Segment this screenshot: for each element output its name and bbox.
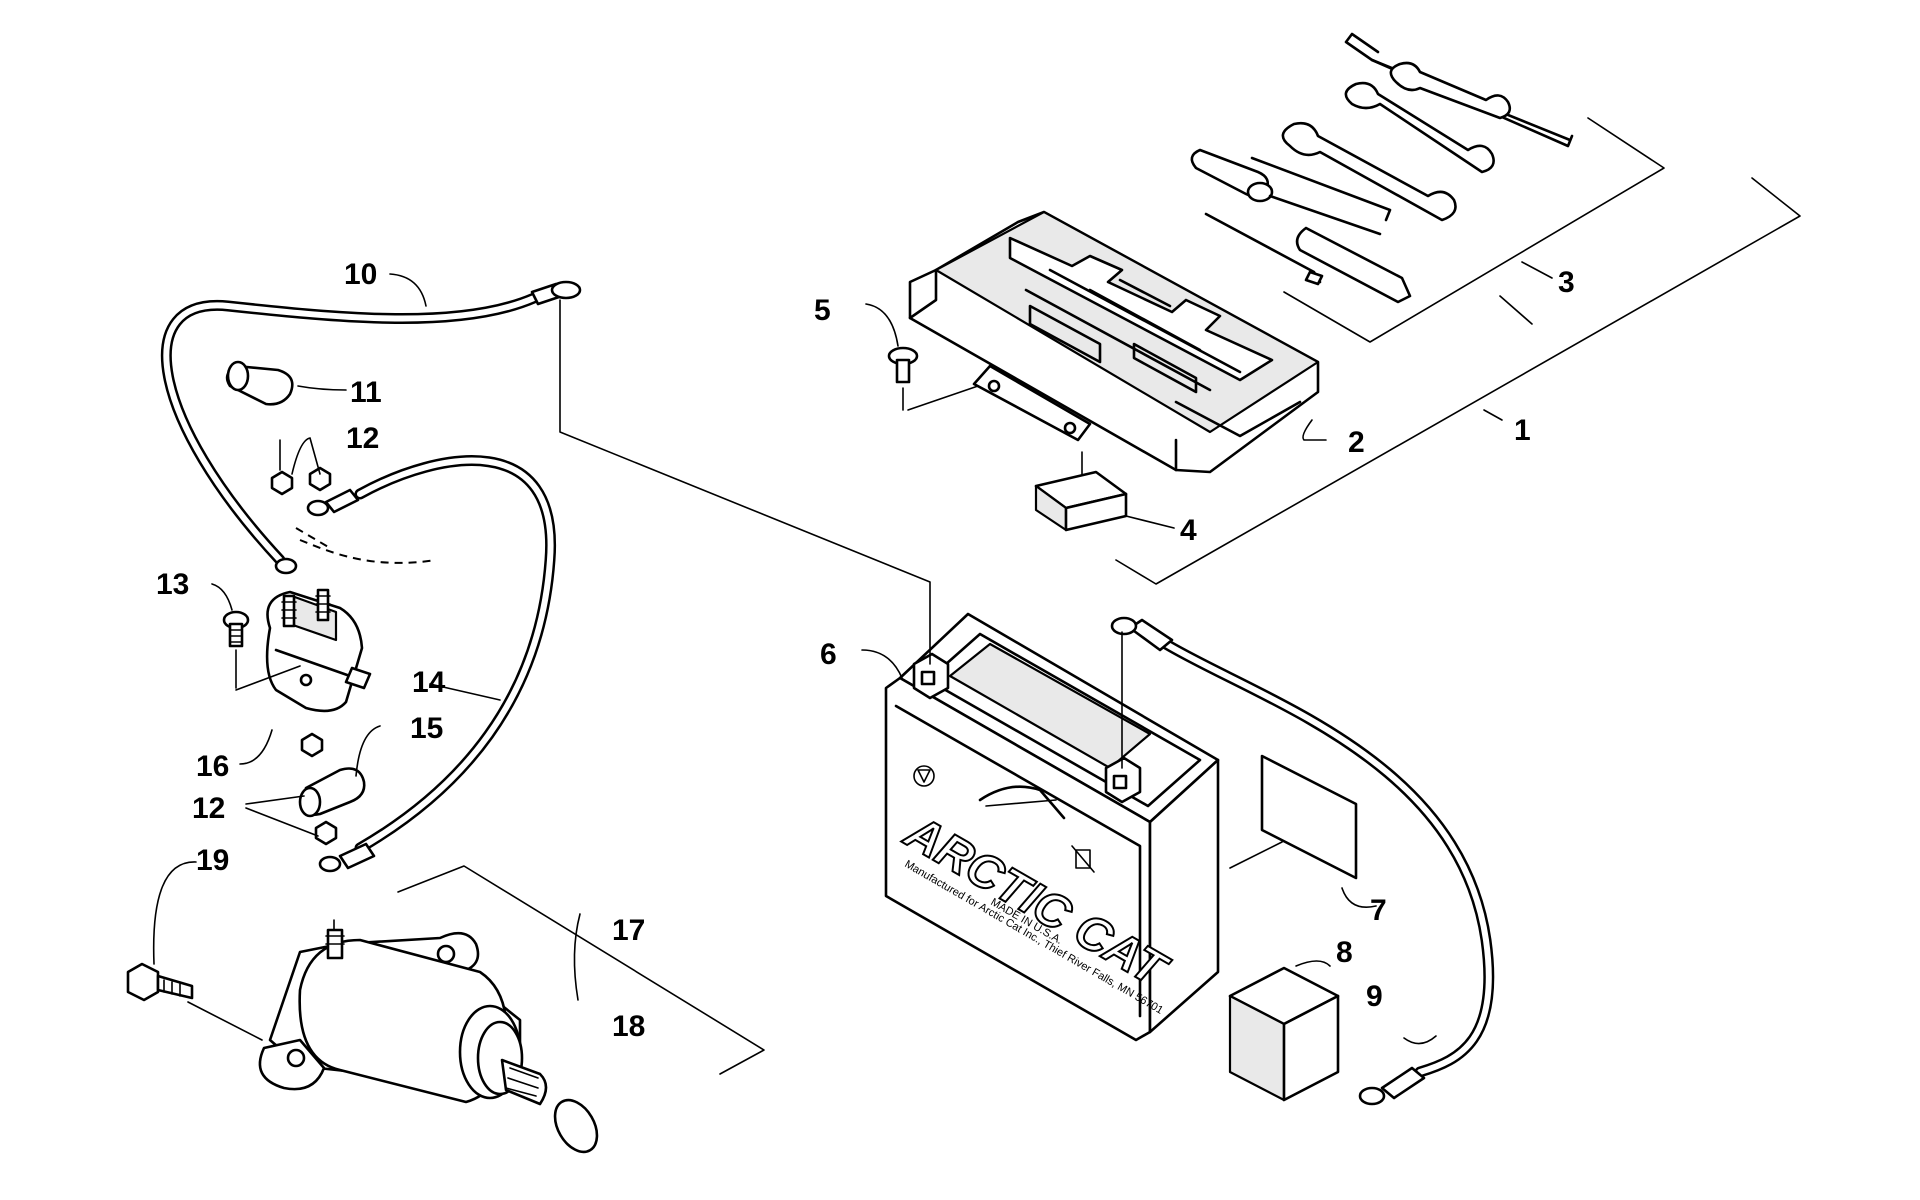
foam-pad-large[interactable] [1228, 966, 1340, 1102]
positive-battery-cable[interactable] [1110, 616, 1495, 1106]
wrench-medium-1[interactable] [1344, 81, 1495, 174]
callout-13: 13 [156, 568, 189, 601]
starter-motor[interactable] [258, 919, 548, 1106]
callout-15: 15 [410, 712, 443, 745]
nut-upper-right[interactable] [308, 466, 332, 492]
callout-12-upper: 12 [346, 422, 379, 455]
starter-solenoid[interactable] [235, 588, 372, 713]
nut-upper-left[interactable] [270, 470, 294, 496]
callout-17: 17 [612, 914, 645, 947]
battery-negative-terminal[interactable] [912, 652, 950, 700]
battery-positive-terminal[interactable] [1104, 756, 1142, 804]
nut-lower-right[interactable] [314, 820, 338, 846]
callout-14: 14 [412, 666, 446, 699]
callout-8: 8 [1336, 936, 1353, 969]
callout-9: 9 [1366, 980, 1383, 1013]
spark-plug-wrench[interactable] [1204, 212, 1412, 304]
callout-2: 2 [1348, 426, 1365, 459]
callout-leaders [152, 273, 1533, 1045]
callout-11: 11 [350, 376, 382, 409]
no-trash-bin-icon [1071, 845, 1095, 873]
callout-12-lower: 12 [192, 792, 225, 825]
callout-18: 18 [612, 1010, 645, 1043]
hidden-cable-path [299, 539, 437, 564]
terminal-boot-upper[interactable] [225, 360, 294, 471]
starter-mounting-bolt[interactable] [126, 962, 263, 1041]
callout-19: 19 [196, 844, 229, 877]
callout-7: 7 [1370, 894, 1387, 927]
callout-4: 4 [1180, 514, 1197, 547]
nut-lower-left[interactable] [300, 732, 324, 758]
tool-tray[interactable] [908, 210, 1320, 474]
tool-kit-group [1190, 32, 1665, 343]
bracket-item-17 [397, 865, 765, 1075]
battery-label-sticker[interactable] [1229, 754, 1358, 880]
wrench-medium-2[interactable] [1281, 121, 1457, 222]
callout-numbers: 1 2 3 4 5 6 7 8 9 10 11 12 13 14 15 16 1… [156, 258, 1575, 1043]
callout-6: 6 [820, 638, 837, 671]
starter-o-ring[interactable] [546, 1093, 605, 1159]
foam-pad-small[interactable] [1034, 451, 1128, 532]
callout-1: 1 [1514, 414, 1531, 447]
terminal-boot-lower[interactable] [298, 767, 366, 818]
cat-logo-icon [978, 785, 1066, 820]
starter-cable[interactable] [306, 455, 557, 873]
solenoid-mounting-screw[interactable] [222, 610, 250, 648]
recycle-icon [913, 765, 935, 787]
bracket-item-1 [1115, 177, 1801, 585]
ground-cable[interactable] [160, 280, 931, 665]
screwdriver[interactable] [1190, 148, 1392, 236]
wrench-small[interactable] [1389, 61, 1512, 120]
callout-16: 16 [196, 750, 229, 783]
battery[interactable]: ARCTIC CAT Manufactured for Arctic Cat I… [884, 612, 1220, 1042]
callout-3: 3 [1558, 266, 1575, 299]
callout-5: 5 [814, 294, 831, 327]
callout-10: 10 [344, 258, 377, 291]
tray-screw[interactable] [887, 346, 979, 411]
